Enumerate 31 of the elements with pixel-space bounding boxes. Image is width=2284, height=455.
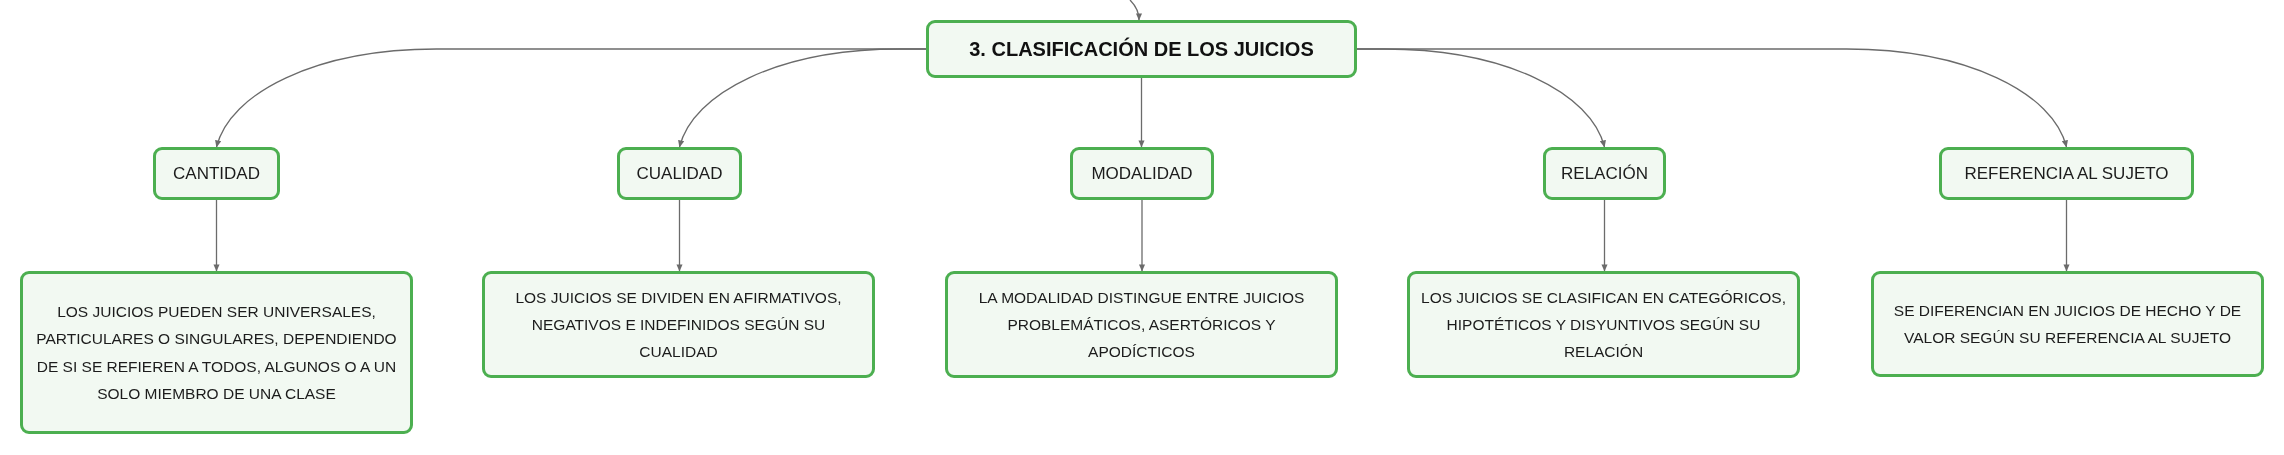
subtopic-text: RELACIÓN (1561, 163, 1648, 184)
connector-arrow (1138, 199, 1146, 272)
description-box (945, 271, 1338, 379)
description-box (482, 271, 875, 379)
connector-arrow (676, 199, 683, 272)
subtopic-text: CUALIDAD (636, 163, 723, 184)
connector-arrow (1601, 199, 1608, 272)
connector-arrow (1138, 77, 1145, 148)
description-text: SE DIFERENCIAN EN JUICIOS DE HECHO Y DE VALOR SEGÚN SU REFERENCIA AL SUJETO (1892, 300, 2243, 348)
connector-arrow (213, 199, 220, 272)
connector-arrow (1129, 0, 1142, 21)
subtopic-text: MODALIDAD (1091, 163, 1193, 184)
subtopic-box (153, 147, 280, 200)
subtopic-box (1543, 147, 1666, 200)
description-box (1871, 271, 2264, 377)
connector-arrow (678, 48, 927, 148)
description-text: LOS JUICIOS SE CLASIFICAN EN CATEGÓRICOS, HIPOTÉTICOS Y DISYUNTIVOS SEGÚN SU RELACIÓN (1420, 288, 1787, 363)
description-text: LA MODALIDAD DISTINGUE ENTRE JUICIOS PROBLEMÁTICOS, ASERTÓRICOS Y APODÍCTICOS (977, 288, 1306, 363)
subtopic-box (1939, 147, 2194, 200)
main-topic-text: 3. CLASIFICACIÓN DE LOS JUICIOS (969, 37, 1314, 61)
description-box (20, 271, 413, 434)
connector-arrow (1356, 48, 2068, 148)
description-text: LOS JUICIOS SE DIVIDEN EN AFIRMATIVOS, NEGATIVOS E INDEFINIDOS SEGÚN SU CUALIDAD (514, 288, 843, 363)
description-box (1407, 271, 1800, 379)
main-topic-box (926, 20, 1357, 78)
subtopic-text: REFERENCIA AL SUJETO (1964, 163, 2169, 184)
description-text: LOS JUICIOS PUEDEN SER UNIVERSALES, PARTICULARES O SINGULARES, DEPENDIENDO DE SI SE REFIEREN A TODOS, ALGUNOS O A UN SOLO MIEMBRO DE UNA CLASE (35, 302, 398, 404)
subtopic-box (617, 147, 742, 200)
subtopic-text: CANTIDAD (173, 163, 260, 184)
connector-arrow (2063, 199, 2070, 272)
subtopic-box (1070, 147, 1214, 200)
